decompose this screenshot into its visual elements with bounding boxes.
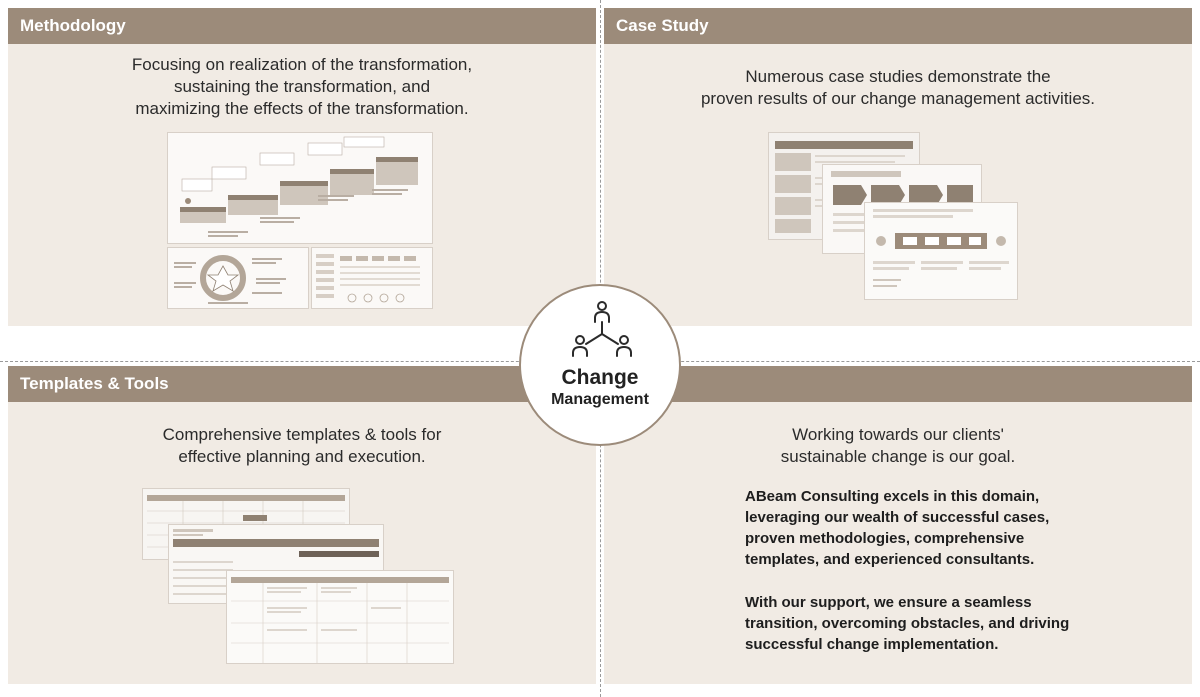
case-flow-image [873,209,1009,287]
templates-tools-panel: Templates & Tools Comprehensive template… [8,366,596,684]
methodology-line-2: sustaining the transformation, and [173,77,431,96]
case-study-text: Numerous case studies demonstrate the pr… [604,66,1192,110]
goal-header [604,366,1192,402]
goal-paragraph-1-line-3: proven methodologies, comprehensive [745,530,1025,547]
methodology-line-3: maximizing the effects of the transforma… [135,99,469,118]
methodology-cycle-thumbnail [167,247,309,309]
case-study-line-1: Numerous case studies demonstrate the [745,67,1051,86]
goal-paragraph-1-line-2: leveraging our wealth of successful case… [745,509,1050,526]
case-study-flow-thumbnail [864,202,1018,300]
goal-paragraph-1: ABeam Consulting excels in this domain, … [745,486,1049,570]
case-study-panel: Case Study Numerous case studies demonst… [604,8,1192,326]
case-study-header: Case Study [604,8,1192,44]
staircase-diagram-image [180,136,418,237]
goal-line-2: sustainable change is our goal. [780,447,1016,466]
methodology-line-1: Focusing on realization of the transform… [131,55,473,74]
methodology-staircase-thumbnail [167,132,433,244]
case-study-line-2: proven results of our change management … [700,89,1096,108]
people-network-icon [572,301,632,357]
cycle-diagram-image [174,255,286,304]
checklist-sheet-image [173,529,379,595]
goal-line-1: Working towards our clients' [792,425,1004,444]
center-subtitle: Management [551,391,649,408]
templates-tools-header: Templates & Tools [8,366,596,402]
methodology-panel: Methodology Focusing on realization of t… [8,8,596,326]
goal-paragraph-1-line-1: ABeam Consulting excels in this domain, [745,488,1040,505]
case-table-image [775,141,913,233]
methodology-header: Methodology [8,8,596,44]
change-management-hub: Change Management [519,284,681,446]
goal-paragraph-2: With our support, we ensure a seamless t… [745,592,1069,655]
goal-paragraph-1-line-4: templates, and experienced consultants. [745,551,1035,568]
center-title: Change [561,366,639,389]
templates-text: Comprehensive templates & tools for effe… [8,424,596,468]
goal-panel: Working towards our clients' sustainable… [604,366,1192,684]
goal-text: Working towards our clients' sustainable… [604,424,1192,468]
template-planning-thumbnail [226,570,454,664]
goal-paragraph-2-line-2: transition, overcoming obstacles, and dr… [745,615,1070,632]
methodology-text: Focusing on realization of the transform… [8,54,596,120]
templates-line-1: Comprehensive templates & tools for [162,425,442,444]
templates-line-2: effective planning and execution. [178,447,426,466]
methodology-process-thumbnail [311,247,433,309]
goal-paragraph-2-line-1: With our support, we ensure a seamless [745,594,1032,611]
goal-paragraph-2-line-3: successful change implementation. [745,636,999,653]
planning-sheet-image [231,577,449,663]
process-diagram-image [316,254,420,303]
